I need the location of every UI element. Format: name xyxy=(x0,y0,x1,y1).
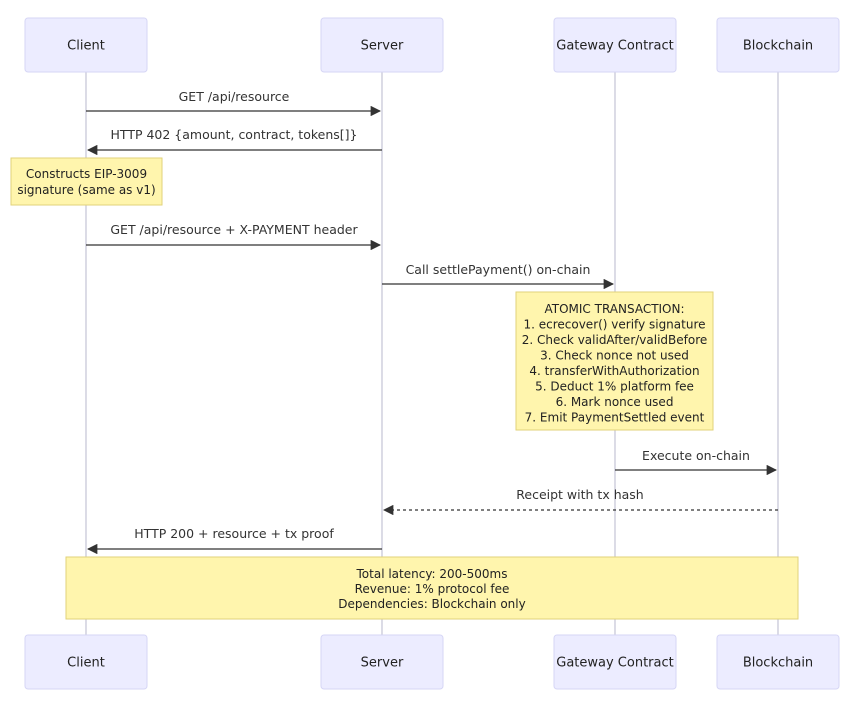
message-get-with-payment: GET /api/resource + X-PAYMENT header xyxy=(86,222,382,251)
actor-gateway-top: Gateway Contract xyxy=(553,17,677,73)
actor-label: Client xyxy=(67,656,105,671)
actor-label: Blockchain xyxy=(743,39,813,54)
note-line: Constructs EIP-3009 xyxy=(26,167,147,181)
note-signature: Constructs EIP-3009 signature (same as v… xyxy=(10,157,163,206)
actor-label: Gateway Contract xyxy=(556,39,673,54)
message-http-402: HTTP 402 {amount, contract, tokens[]} xyxy=(86,127,382,156)
message-label: GET /api/resource xyxy=(179,89,290,104)
actor-client-top: Client xyxy=(24,17,148,73)
actor-blockchain-top: Blockchain xyxy=(716,17,840,73)
message-label: HTTP 200 + resource + tx proof xyxy=(134,526,334,541)
note-line: signature (same as v1) xyxy=(17,183,155,197)
actor-gateway-bottom: Gateway Contract xyxy=(553,634,677,690)
message-label: GET /api/resource + X-PAYMENT header xyxy=(110,222,358,237)
note-line: Dependencies: Blockchain only xyxy=(338,597,525,611)
message-get-resource: GET /api/resource xyxy=(86,89,382,117)
note-line: Total latency: 200-500ms xyxy=(356,567,508,581)
message-receipt: Receipt with tx hash xyxy=(382,487,778,516)
note-line: 1. ecrecover() verify signature xyxy=(523,318,705,332)
note-line: ATOMIC TRANSACTION: xyxy=(544,302,684,316)
actor-client-bottom: Client xyxy=(24,634,148,690)
message-label: Execute on-chain xyxy=(642,448,750,463)
note-line: 6. Mark nonce used xyxy=(556,395,674,409)
note-line: 2. Check validAfter/validBefore xyxy=(522,333,708,347)
message-label: Receipt with tx hash xyxy=(516,487,643,502)
note-line: Revenue: 1% protocol fee xyxy=(355,582,510,596)
note-summary: Total latency: 200-500ms Revenue: 1% pro… xyxy=(65,556,799,620)
actor-server-top: Server xyxy=(320,17,444,73)
actor-label: Server xyxy=(361,656,404,671)
message-label: HTTP 402 {amount, contract, tokens[]} xyxy=(111,127,358,142)
actor-server-bottom: Server xyxy=(320,634,444,690)
actor-label: Gateway Contract xyxy=(556,656,673,671)
actor-label: Blockchain xyxy=(743,656,813,671)
actor-blockchain-bottom: Blockchain xyxy=(716,634,840,690)
note-line: 4. transferWithAuthorization xyxy=(529,364,699,378)
message-settle-payment: Call settlePayment() on-chain xyxy=(382,262,615,290)
note-atomic-transaction: ATOMIC TRANSACTION: 1. ecrecover() verif… xyxy=(515,291,714,431)
note-line: 3. Check nonce not used xyxy=(540,349,689,363)
note-line: 5. Deduct 1% platform fee xyxy=(535,380,694,394)
actor-label: Server xyxy=(361,39,404,54)
message-label: Call settlePayment() on-chain xyxy=(406,262,591,277)
message-execute-on-chain: Execute on-chain xyxy=(615,448,778,476)
message-http-200: HTTP 200 + resource + tx proof xyxy=(86,526,382,555)
actor-label: Client xyxy=(67,39,105,54)
note-line: 7. Emit PaymentSettled event xyxy=(525,411,705,425)
